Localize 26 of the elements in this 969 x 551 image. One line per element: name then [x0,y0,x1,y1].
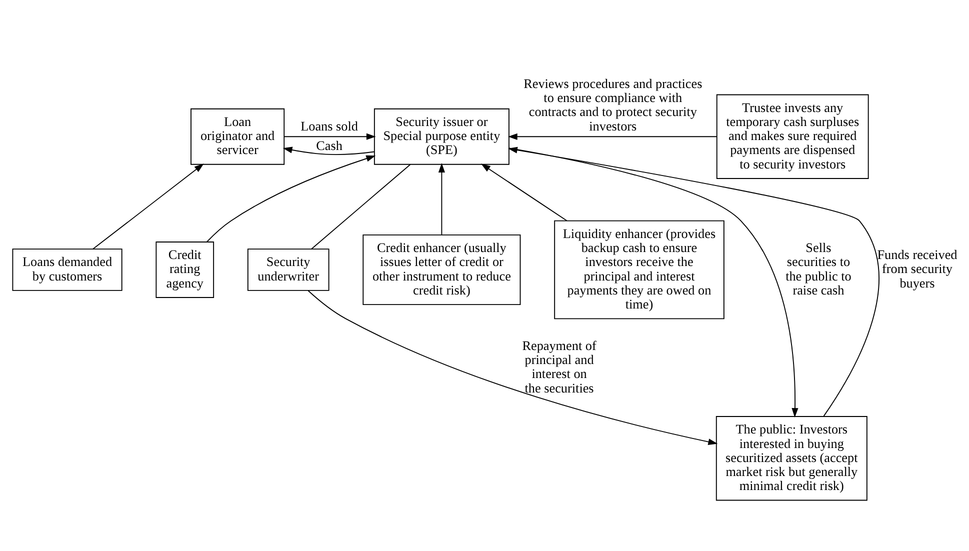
node-box: Security underwriter [247,248,330,290]
edge-label: Funds received from security buyers [877,246,958,290]
node-box: Loans demanded by customers [12,248,122,290]
arrow [480,163,568,221]
arrow [308,290,718,445]
edge-label: Cash [316,137,342,152]
arrow [92,163,204,249]
edge-label: Loans sold [300,118,358,133]
node-box: Liquidity enhancer (provides backup cash to ensure investors receive the principal and interest payments they are owed on time) [554,220,724,319]
node-box: Trustee invests any temporary cash surpluses and makes sure required payments are dispensed to security investors [716,94,869,178]
arrow [508,146,880,416]
arrow [206,154,376,242]
arrow [508,147,798,417]
node-box: Security issuer or Special purpose entity (SPE) [374,108,510,164]
node-box: Loan originator and servicer [190,108,285,164]
node-box: Credit rating agency [156,241,214,298]
node-box: Credit enhancer (usually issues letter of credit or other instrument to reduce credit risk) [362,234,521,305]
edge-label: Repayment of principal and interest on the securities [522,337,596,395]
arrow [438,162,445,235]
edge-label: Sells securities to the public to raise cash [786,240,852,297]
node-box: The public: Investors interested in buying securitized assets (accept market risk but generally minimal credit risk) [716,416,868,500]
arrow [284,132,376,140]
arrow [282,146,375,155]
edge-label: Reviews procedures and practices to ensure compliance with contracts and to protect security investors [524,75,702,133]
arrow [508,132,718,140]
connector [311,163,411,249]
